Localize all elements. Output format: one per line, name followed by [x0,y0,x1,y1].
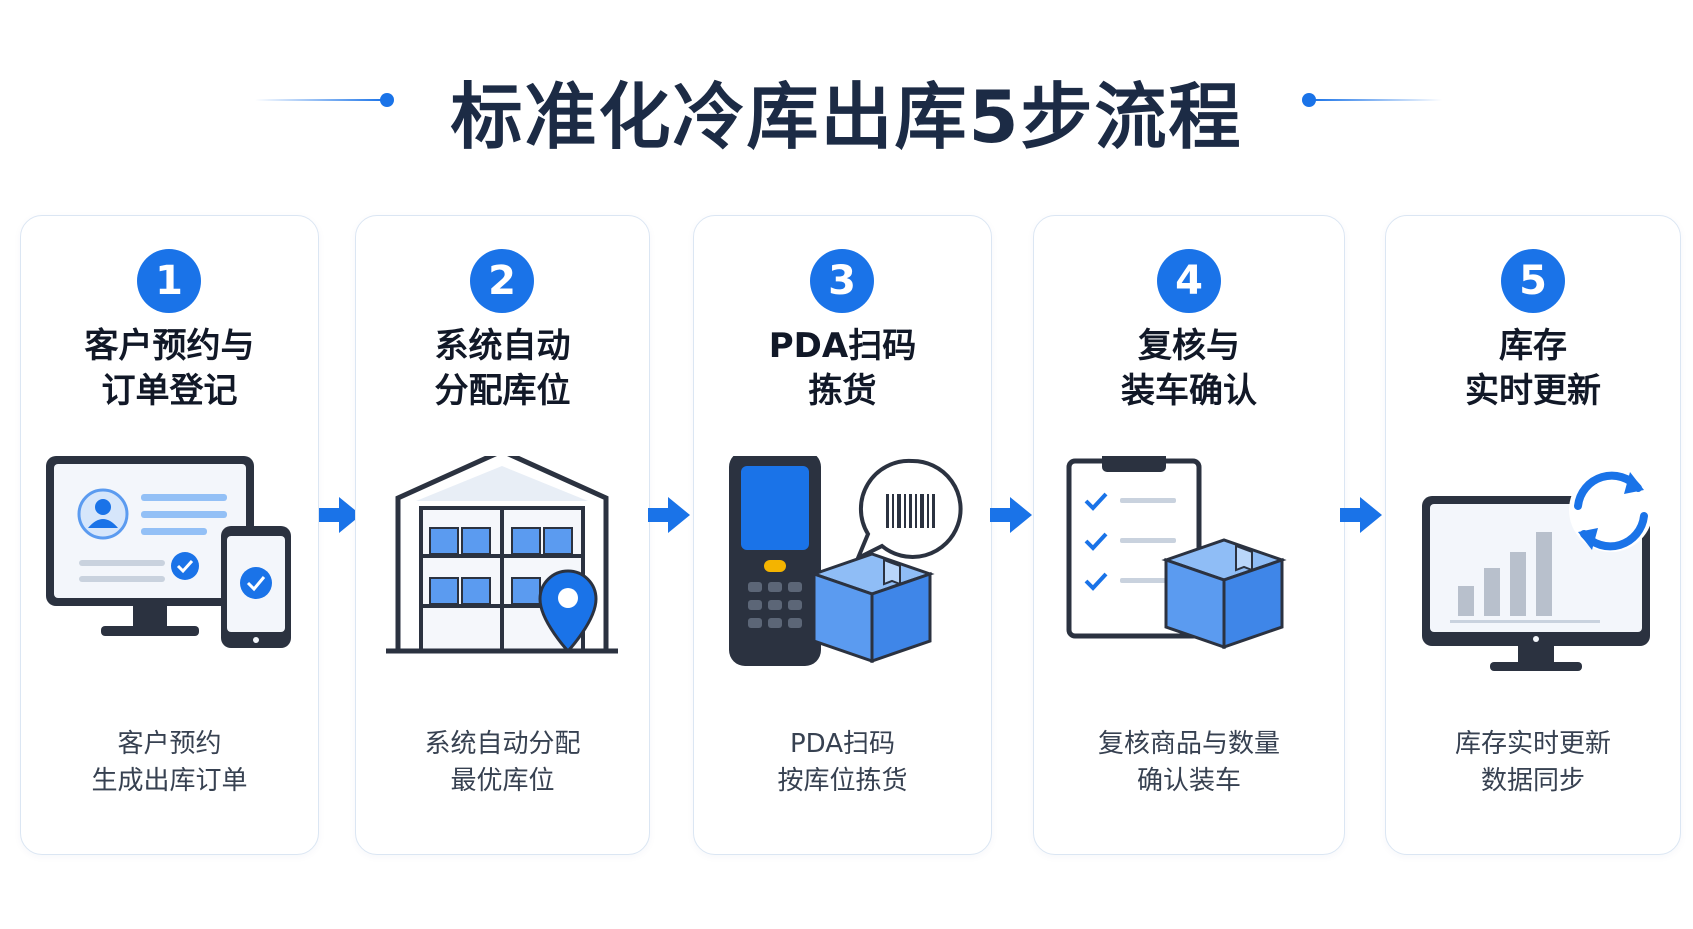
step-title: 系统自动 分配库位 [434,326,571,411]
step-title: 复核与 装车确认 [1121,326,1257,411]
step-card-3: 3 PDA扫码 拣货 PDA扫码 按库位拣货 [693,215,992,855]
step-description: PDA扫码 按库位拣货 [777,729,908,796]
computer-phone-order-icon [46,456,291,648]
step-card-2: 2 系统自动 分配库位 系统自动分配 最优库位 [355,215,650,855]
page-title: 标准化冷库出库5步流程 [450,75,1243,159]
step-number-badge: 3 [810,249,874,313]
arrow-right-icon [648,497,690,533]
step-description: 复核商品与数量 确认装车 [1097,729,1280,796]
step-card-4: 4 复核与 装车确认 复核商品与数量 确认装车 [1033,215,1345,855]
step-number-badge: 4 [1157,249,1221,313]
step-number-badge: 2 [470,249,534,313]
arrow-right-icon [1340,497,1382,533]
step-title: 客户预约与 订单登记 [84,326,255,411]
header: 标准化冷库出库5步流程 [0,40,1693,160]
warehouse-location-icon [386,456,618,654]
step-title: PDA扫码 拣货 [768,326,917,411]
step-card-5: 5 库存 实时更新 库存实时更新 数据同步 [1385,215,1681,855]
clipboard-box-icon [1066,456,1287,650]
title-decoration-left [255,93,405,107]
arrow-right-icon [990,497,1032,533]
step-title: 库存 实时更新 [1465,326,1601,411]
step-number-badge: 1 [137,249,201,313]
step-number-badge: 5 [1501,249,1565,313]
pda-scanner-box-icon [729,456,963,666]
step-description: 客户预约 生成出库订单 [91,729,248,796]
step-description: 系统自动分配 最优库位 [424,729,581,796]
monitor-sync-chart-icon [1422,468,1653,671]
title-decoration-right [1302,93,1452,107]
step-card-1: 1 客户预约与 订单登记 客户预约 生成出库订单 [20,215,319,855]
arrow-right-icon [319,497,361,533]
step-description: 库存实时更新 数据同步 [1454,729,1611,796]
